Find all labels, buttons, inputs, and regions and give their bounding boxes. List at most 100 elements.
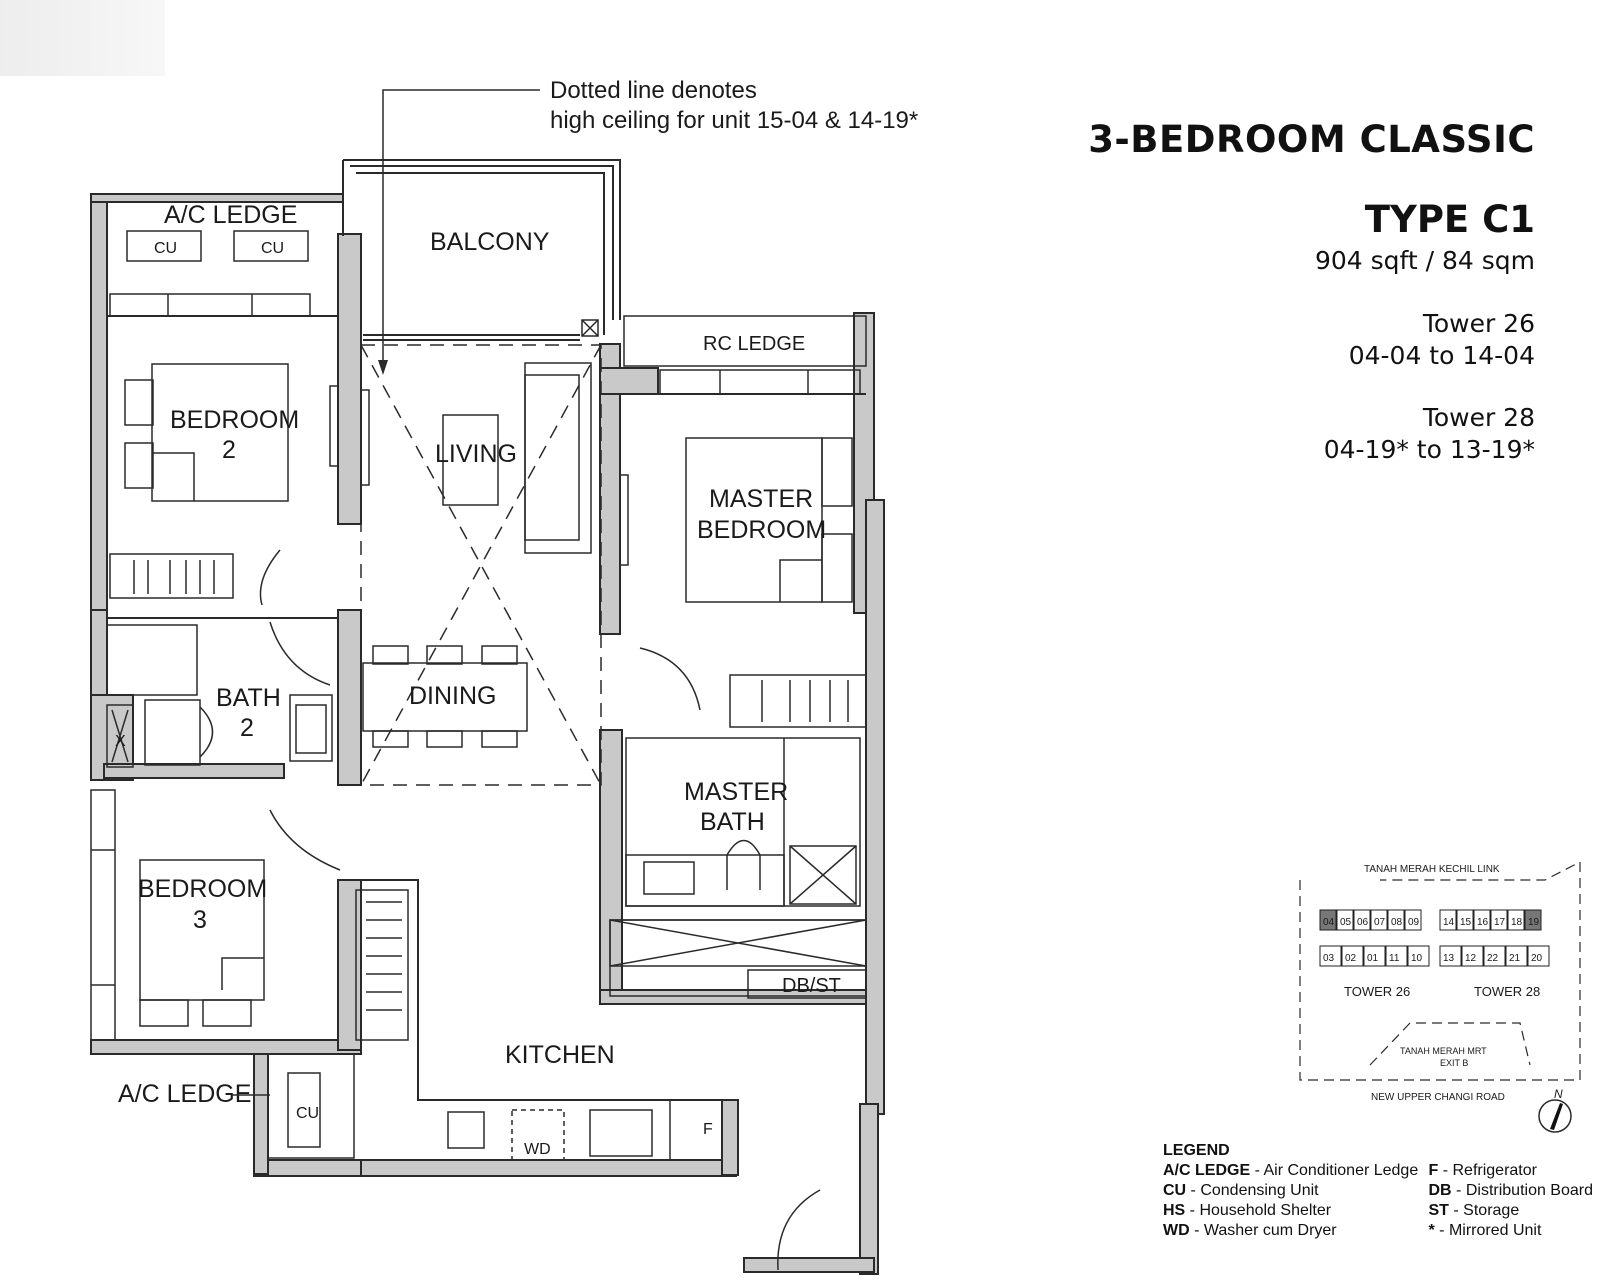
legend-item: ST - Storage	[1428, 1202, 1520, 1219]
site-unit-block	[1439, 909, 1457, 931]
site-unit-label: 02	[1345, 953, 1357, 964]
site-unit-block	[1439, 945, 1462, 967]
site-unit-label: 14	[1443, 917, 1455, 928]
kitchen	[267, 879, 821, 1271]
site-unit-label: 05	[1340, 917, 1352, 928]
tower26-name: Tower 26	[1422, 309, 1535, 338]
site-unit-label: 12	[1465, 953, 1477, 964]
north-label: N	[1554, 1087, 1563, 1101]
kitchen-label: KITCHEN	[505, 1041, 615, 1069]
site-unit-block	[1319, 945, 1342, 967]
bath2-number: 2	[240, 714, 254, 742]
site-unit-label: 21	[1509, 953, 1521, 964]
bedroom2-furniture	[107, 315, 370, 599]
legend-item: CU - Condensing Unit	[1163, 1182, 1319, 1199]
balcony-label: BALCONY	[430, 228, 550, 256]
site-tower26: TOWER 26	[1344, 984, 1410, 999]
fridge-label: F	[703, 1121, 713, 1138]
cu-label-1: CU	[154, 240, 177, 257]
tower28-info: Tower 28 04-19* to 13-19*	[1324, 402, 1535, 466]
bedroom3-number: 3	[193, 906, 207, 934]
tower28-units: 04-19* to 13-19*	[1323, 435, 1535, 464]
legend-item: DB - Distribution Board	[1428, 1182, 1594, 1199]
legend-item: * - Mirrored Unit	[1428, 1222, 1542, 1239]
site-unit-label: 10	[1411, 953, 1423, 964]
living-label: LIVING	[435, 440, 517, 468]
site-mrt-1: TANAH MERAH MRT	[1400, 1046, 1487, 1056]
legend-left: A/C LEDGE - Air Conditioner Ledge CU - C…	[1163, 1161, 1429, 1241]
site-unit-block	[1363, 945, 1386, 967]
master-bedroom	[619, 315, 867, 728]
site-unit-block	[1527, 945, 1550, 967]
bedroom3	[90, 789, 409, 1041]
site-unit-label: 07	[1374, 917, 1386, 928]
site-unit-label: 20	[1531, 953, 1543, 964]
tower26-units: 04-04 to 14-04	[1348, 341, 1535, 370]
site-unit-label: 17	[1494, 917, 1506, 928]
site-road-top: TANAH MERAH KECHIL LINK	[1364, 864, 1500, 875]
site-unit-block	[1370, 909, 1388, 931]
legend-right: F - Refrigerator DB - Distribution Board…	[1429, 1161, 1594, 1241]
site-unit-label: 22	[1487, 953, 1499, 964]
site-unit-block	[1490, 909, 1508, 931]
site-unit-label: 04	[1323, 917, 1335, 928]
site-unit-label: 08	[1391, 917, 1403, 928]
bath2	[106, 549, 338, 768]
master-bath	[609, 647, 867, 999]
site-unit-block	[1456, 909, 1474, 931]
site-unit-label: 03	[1323, 953, 1335, 964]
legend-item: F - Refrigerator	[1428, 1162, 1537, 1179]
site-unit-label: 13	[1443, 953, 1455, 964]
legend: LEGEND A/C LEDGE - Air Conditioner Ledge…	[1163, 1142, 1593, 1241]
site-unit-block	[1385, 945, 1408, 967]
site-unit-label: 06	[1357, 917, 1369, 928]
site-unit-block	[1483, 945, 1506, 967]
site-unit-block	[1473, 909, 1491, 931]
unit-area: 904 sqft / 84 sqm	[1314, 246, 1535, 275]
site-unit-label: 19	[1528, 917, 1540, 928]
site-tower28: TOWER 28	[1474, 984, 1540, 999]
walls	[90, 193, 885, 1275]
header-shade	[0, 0, 165, 76]
legend-item: HS - Household Shelter	[1163, 1202, 1332, 1219]
living-high-ceiling	[360, 344, 602, 786]
site-unit-block	[1507, 909, 1525, 931]
site-unit-label: 15	[1460, 917, 1472, 928]
cu-label-3: CU	[296, 1105, 319, 1122]
site-mrt-2: EXIT B	[1440, 1058, 1468, 1068]
site-unit-block	[1341, 945, 1364, 967]
tower26-info: Tower 26 04-04 to 14-04	[1349, 308, 1535, 372]
site-unit-block	[1524, 909, 1542, 931]
note-line2: high ceiling for unit 15-04 & 14-19*	[550, 107, 918, 134]
site-unit-block	[1353, 909, 1371, 931]
site-plan: TANAH MERAH KECHIL LINK NEW UPPER CHANGI…	[1299, 861, 1581, 1133]
bedroom3-label: BEDROOM	[138, 875, 267, 903]
site-unit-block	[1319, 909, 1337, 931]
unit-title: 3-BEDROOM CLASSIC	[1088, 118, 1535, 161]
legend-item: A/C LEDGE - Air Conditioner Ledge	[1163, 1162, 1419, 1179]
shelter-x-label: X	[115, 733, 126, 750]
site-unit-block	[1461, 945, 1484, 967]
balcony	[342, 159, 621, 341]
site-unit-block	[1407, 945, 1430, 967]
master-bedroom-label-1: MASTER	[709, 485, 813, 513]
ac-ledge-top	[109, 230, 311, 317]
ac-ledge-top-label: A/C LEDGE	[164, 201, 297, 229]
site-unit-label: 01	[1367, 953, 1379, 964]
master-bath-label-2: BATH	[700, 808, 765, 836]
bedroom2-label: BEDROOM	[170, 406, 299, 434]
site-unit-block	[1387, 909, 1405, 931]
site-unit-label: 11	[1389, 953, 1400, 964]
bath2-label: BATH	[216, 684, 281, 712]
site-unit-label: 18	[1511, 917, 1523, 928]
dining-label: DINING	[409, 682, 497, 710]
site-unit-label: 16	[1477, 917, 1489, 928]
note-leader	[378, 89, 540, 375]
bedroom2-number: 2	[222, 436, 236, 464]
rc-ledge-label: RC LEDGE	[703, 333, 805, 355]
site-unit-block	[1505, 945, 1528, 967]
legend-heading: LEGEND	[1163, 1142, 1230, 1159]
ac-ledge-bottom-label: A/C LEDGE	[118, 1080, 251, 1108]
